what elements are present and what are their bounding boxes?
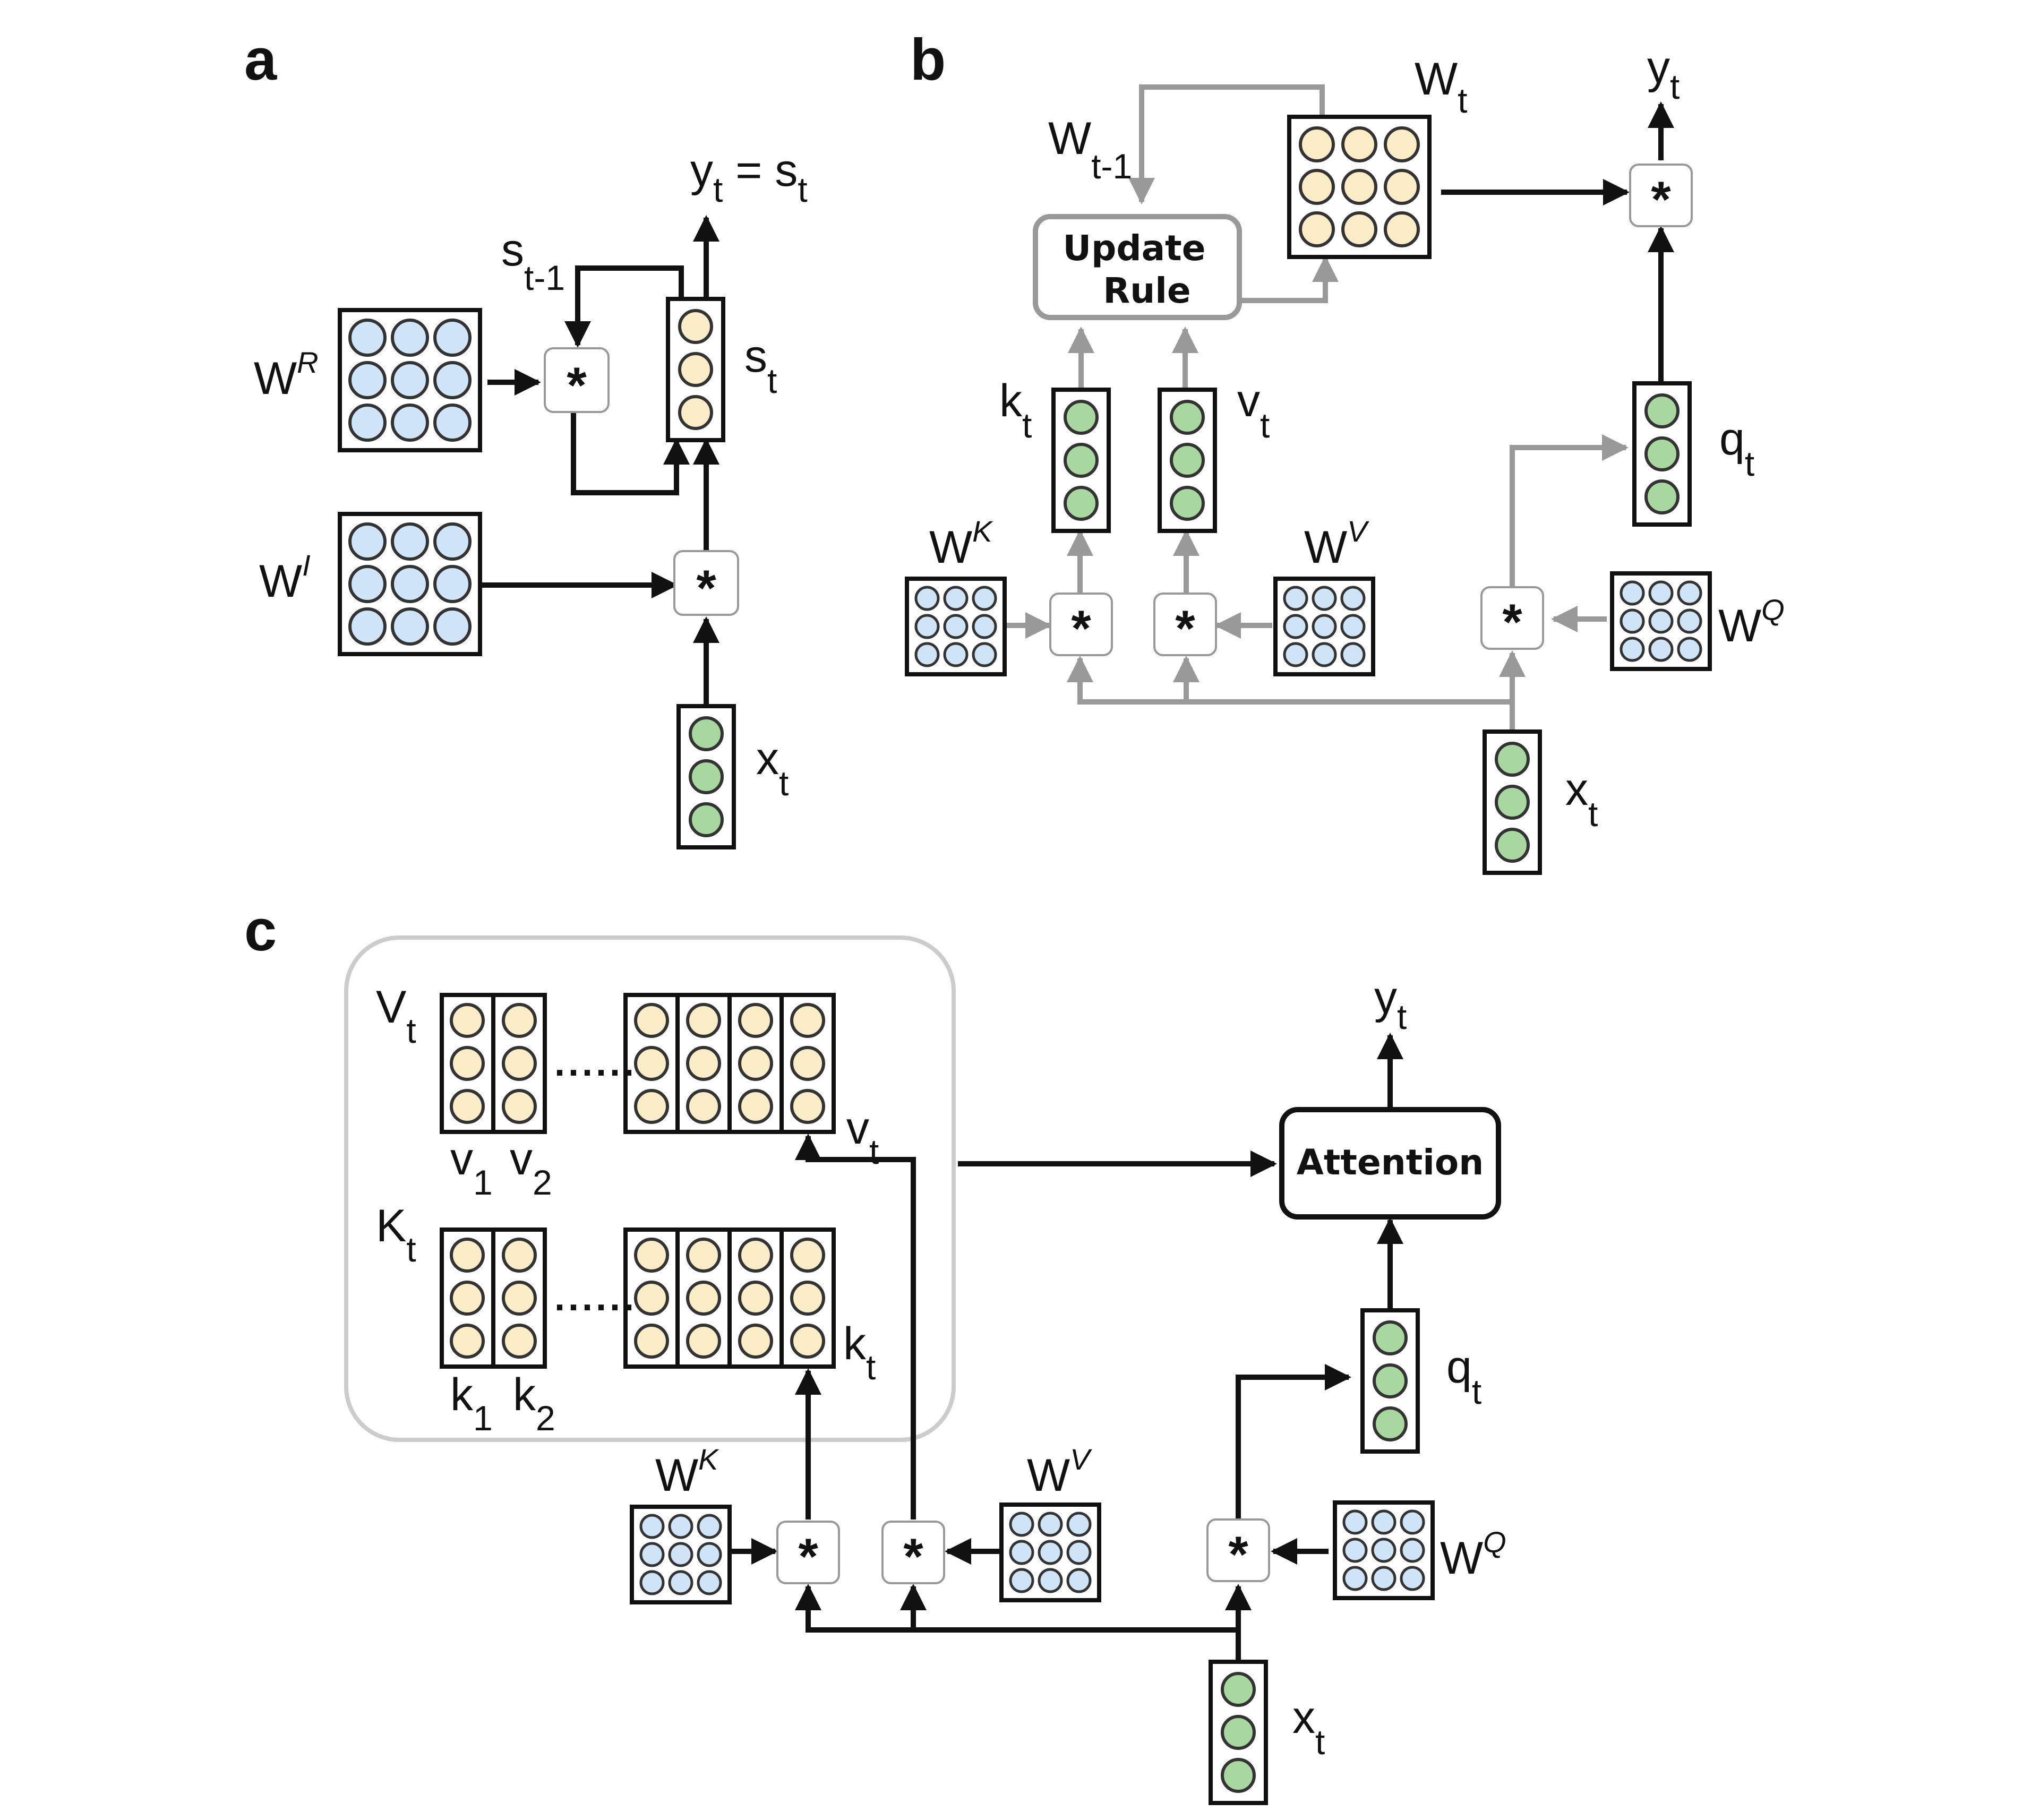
- query-vector-q-t: [1360, 1308, 1420, 1454]
- op-symbol: *: [1071, 600, 1091, 657]
- label-w-q: WQ: [1718, 593, 1785, 651]
- label-w-i: WI: [259, 548, 311, 607]
- key-matrix-end: [623, 1227, 836, 1369]
- key-vector-k-t: [1051, 388, 1111, 533]
- op-node-query: *: [1206, 1518, 1270, 1583]
- op-symbol: *: [798, 1529, 818, 1585]
- op-symbol: *: [903, 1529, 923, 1585]
- kv-memory-container: [344, 935, 956, 1442]
- label-v2: v2: [510, 1134, 552, 1202]
- label-w-prev: Wt-1: [1048, 113, 1132, 186]
- label-w-v: WV: [1304, 514, 1369, 573]
- label-w-q: WQ: [1440, 1525, 1506, 1584]
- op-node-key: *: [776, 1521, 840, 1585]
- label-v-t: vt: [846, 1103, 879, 1171]
- panel-b: b Update Rule: [905, 27, 1785, 875]
- label-v-mat: Vt: [376, 982, 416, 1050]
- weight-matrix-w-v: [1273, 577, 1375, 676]
- update-rule-line-1: Update: [1063, 228, 1206, 269]
- op-symbol: *: [1175, 600, 1195, 657]
- op-symbol: *: [1228, 1526, 1248, 1583]
- op-node-output: *: [1629, 164, 1693, 228]
- value-vector-v-t: [1158, 388, 1217, 533]
- update-rule-line-2: Rule: [1103, 270, 1190, 311]
- panel-a: a: [244, 27, 808, 849]
- input-vector-x-t: [676, 704, 736, 849]
- op-node-recurrent: *: [544, 347, 610, 414]
- panel-c-connectors: [727, 1033, 1403, 1660]
- weight-matrix-w-k: [905, 577, 1007, 676]
- op-symbol: *: [567, 357, 587, 414]
- label-x-t: xt: [756, 733, 789, 803]
- panel-c-letter: c: [244, 898, 277, 963]
- query-op-to-query-arrow: [1236, 1364, 1351, 1518]
- input-bus: [795, 1584, 1241, 1660]
- label-w-k: WK: [655, 1443, 719, 1501]
- op-node-value: *: [881, 1521, 945, 1585]
- label-v-t: vt: [1237, 375, 1270, 445]
- state-recurrence-arrow: [564, 265, 684, 348]
- query-op-to-query-arrow: [1510, 434, 1629, 587]
- label-y-t: yt: [1647, 42, 1680, 106]
- input-vector-x-t: [1209, 1660, 1268, 1805]
- key-ellipsis: ......: [554, 1276, 637, 1319]
- label-k2: k2: [513, 1369, 555, 1438]
- update-rule-box: Update Rule: [1033, 214, 1242, 320]
- panel-b-black-connectors: [1441, 101, 1674, 382]
- label-q-t: qt: [1719, 414, 1754, 483]
- label-w-k: WK: [929, 514, 993, 573]
- panel-b-gray-connectors: [1007, 84, 1629, 730]
- panel-a-letter: a: [244, 27, 277, 92]
- op-node-value: *: [1153, 593, 1217, 657]
- update-to-weight-arrow: [1241, 255, 1339, 303]
- value-matrix-end: [623, 993, 836, 1134]
- weight-matrix-w-q: [1333, 1500, 1435, 1600]
- label-k-t: kt: [843, 1318, 876, 1387]
- label-q-t: qt: [1446, 1342, 1481, 1411]
- state-vector-s-t: [666, 297, 725, 442]
- weight-feedback-arrow: [1128, 84, 1325, 204]
- label-w-v: WV: [1027, 1443, 1092, 1501]
- value-op-to-value-arrow: [795, 1134, 916, 1519]
- op-node-query: *: [1480, 586, 1544, 651]
- label-s-t: st: [744, 331, 777, 400]
- op-symbol: *: [1651, 171, 1671, 228]
- value-ellipsis: ......: [554, 1042, 637, 1084]
- label-w-r: WR: [254, 346, 319, 404]
- label-k-t: kt: [999, 375, 1032, 445]
- label-k1: k1: [450, 1369, 493, 1438]
- op-symbol: *: [696, 560, 716, 617]
- value-matrix-start: [440, 993, 547, 1134]
- weight-matrix-w-q: [1610, 571, 1712, 671]
- label-y-t: yt = st: [690, 145, 808, 209]
- label-k-mat: Kt: [376, 1200, 416, 1269]
- weight-matrix-w-r: [338, 308, 482, 452]
- panel-b-letter: b: [910, 27, 946, 92]
- weight-matrix-w-t: [1287, 115, 1432, 259]
- input-bus: [1067, 656, 1515, 730]
- weight-matrix-w-v: [999, 1503, 1101, 1602]
- weight-matrix-w-k: [630, 1505, 732, 1604]
- query-vector-q-t: [1632, 381, 1692, 527]
- label-v1: v1: [450, 1134, 493, 1202]
- label-s-prev: st-1: [501, 225, 565, 297]
- attention-label: Attention: [1297, 1142, 1484, 1183]
- input-vector-x-t: [1483, 729, 1542, 875]
- label-y-t: yt: [1374, 972, 1407, 1036]
- key-matrix-start: [440, 1227, 547, 1369]
- label-w-t: Wt: [1415, 54, 1468, 120]
- op-symbol: *: [1502, 594, 1522, 651]
- label-x-t: xt: [1292, 1692, 1325, 1762]
- attention-box: Attention: [1279, 1107, 1501, 1220]
- op-to-state-arrow: [571, 411, 690, 495]
- label-x-t: xt: [1565, 764, 1598, 834]
- panel-a-connectors: [482, 215, 719, 706]
- panel-c: c: [244, 898, 1506, 1805]
- op-node-input: *: [673, 550, 739, 617]
- weight-matrix-w-i: [338, 512, 482, 656]
- op-node-key: *: [1049, 593, 1113, 657]
